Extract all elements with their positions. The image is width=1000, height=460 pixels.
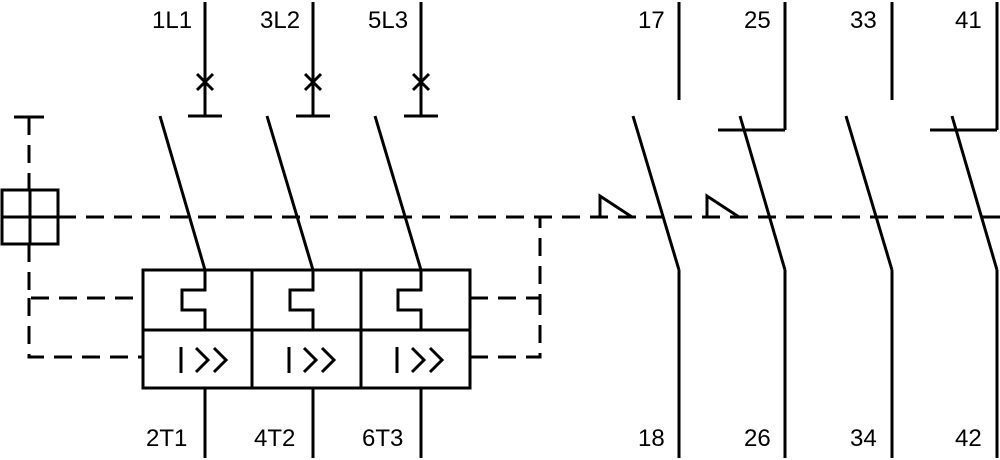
terminal-label-3l2: 3L2 xyxy=(260,7,300,34)
terminal-label-5l3: 5L3 xyxy=(368,7,408,34)
terminal-label-1l1: 1L1 xyxy=(152,7,192,34)
aux-contact-33-34 xyxy=(844,2,894,458)
trip-return-links xyxy=(470,217,542,359)
main-pole-1 xyxy=(158,2,222,271)
main-pole-2 xyxy=(265,2,330,271)
trip-unit-block xyxy=(141,268,472,390)
aux-label-25: 25 xyxy=(744,7,771,34)
magnetic-element-2 xyxy=(287,346,337,374)
terminal-label-2t1: 2T1 xyxy=(146,425,187,452)
aux-label-18: 18 xyxy=(638,425,665,452)
aux-label-34: 34 xyxy=(850,425,877,452)
aux-label-33: 33 xyxy=(850,7,877,34)
aux-label-42: 42 xyxy=(955,425,982,452)
terminal-label-4t2: 4T2 xyxy=(254,425,295,452)
thermal-element-2 xyxy=(288,270,315,330)
magnetic-element-1 xyxy=(179,346,229,374)
aux-contact-41-42 xyxy=(930,2,999,458)
terminal-label-6t3: 6T3 xyxy=(362,425,403,452)
aux-label-41: 41 xyxy=(955,7,982,34)
output-leads xyxy=(203,388,423,458)
operator-trip-links xyxy=(27,244,143,359)
magnetic-element-3 xyxy=(395,346,445,374)
thermal-element-1 xyxy=(180,270,207,330)
aux-contact-17-18 xyxy=(598,2,681,458)
manual-operator-symbol xyxy=(0,115,60,246)
aux-label-26: 26 xyxy=(744,425,771,452)
aux-contact-25-26 xyxy=(705,2,787,458)
aux-label-17: 17 xyxy=(638,7,665,34)
main-pole-3 xyxy=(373,2,438,271)
thermal-element-3 xyxy=(396,270,423,330)
